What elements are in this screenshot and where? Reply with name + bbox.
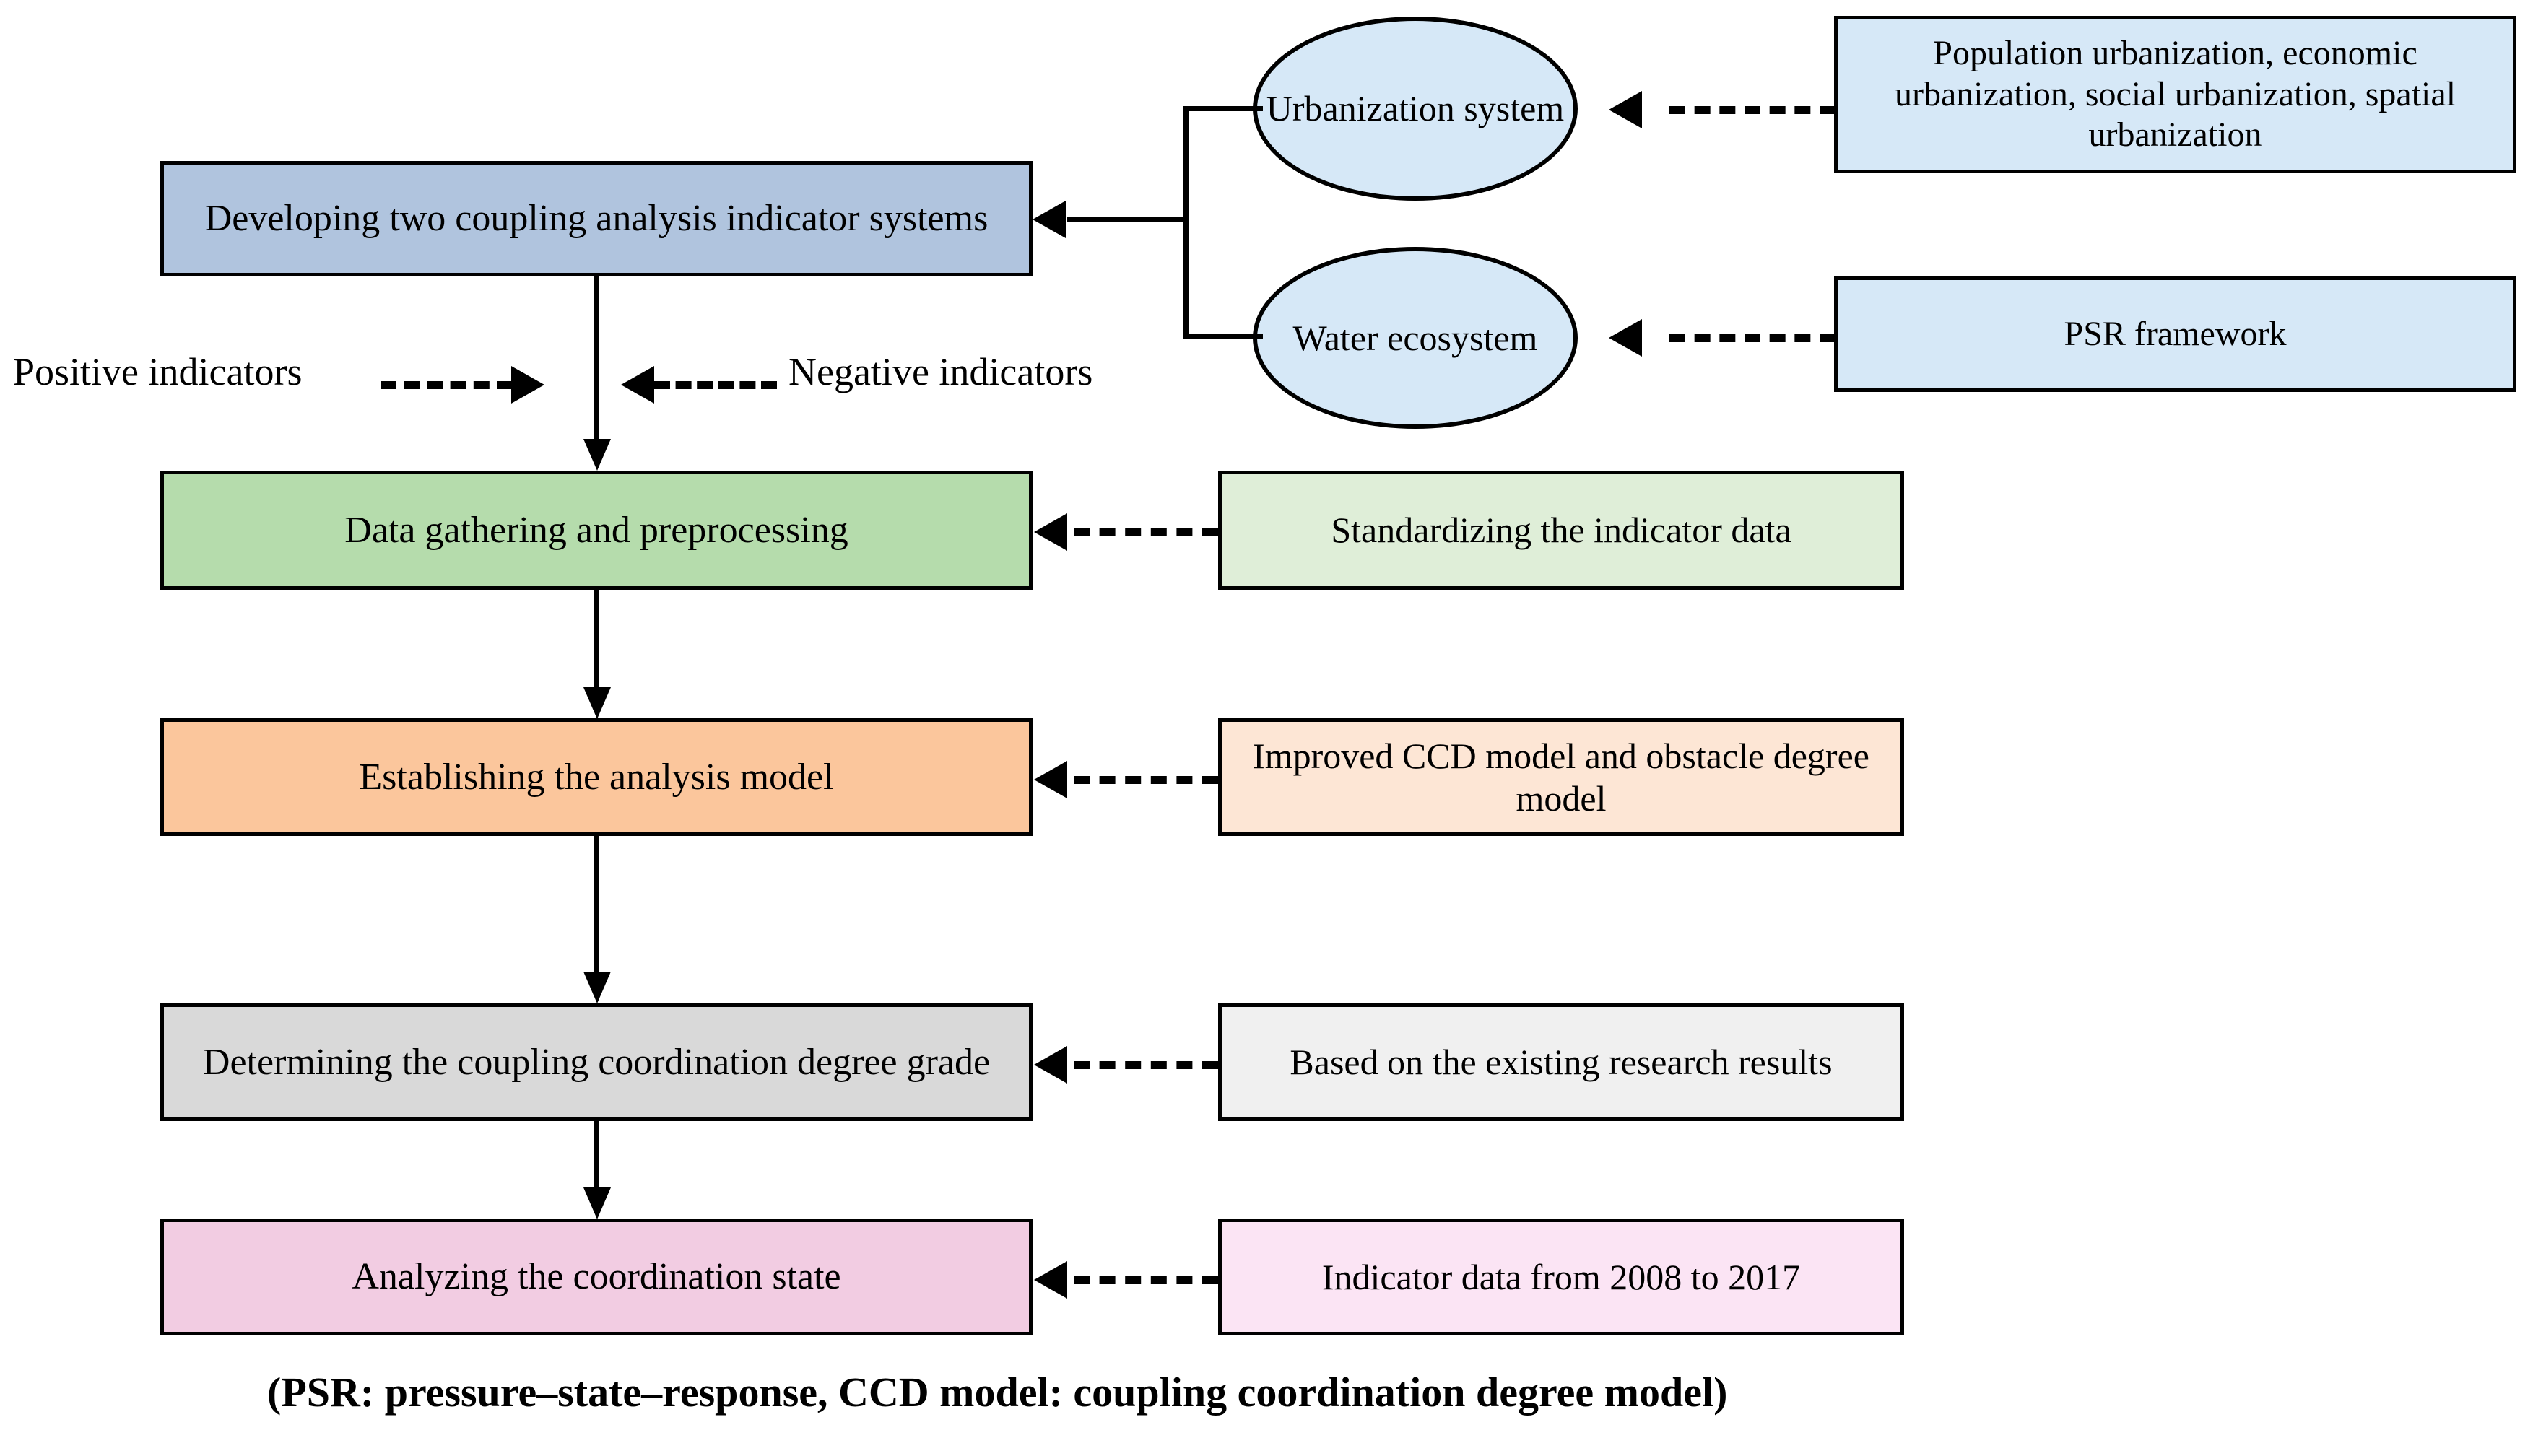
arrow-head-note-4 [1034,1046,1067,1084]
side-note-2-label: Standardizing the indicator data [1331,510,1791,550]
bracket-trunk-to-step1 [1067,217,1189,222]
dashed-connector-note-2 [1074,528,1218,536]
arrow-head-flow-1-2 [583,439,611,471]
dashed-connector-note-3 [1074,776,1218,784]
dashed-connector-note-4 [1074,1061,1218,1069]
dashed-connector-psr-source [1669,334,1835,342]
flow-step-5[interactable]: Analyzing the coordination state [160,1219,1033,1335]
flow-step-4-label: Determining the coupling coordination de… [202,1041,991,1083]
system-node-urbanization-label: Urbanization system [1266,88,1565,129]
source-box-psr-label: PSR framework [2064,314,2287,353]
flow-connector-3-4 [594,836,599,975]
side-note-3[interactable]: Improved CCD model and obstacle degree m… [1218,718,1904,836]
arrow-head-flow-4-5 [583,1187,611,1219]
system-node-urbanization[interactable]: Urbanization system [1253,17,1578,201]
arrow-head-urbanization-source [1609,91,1642,128]
bracket-branch-urbanization [1183,106,1263,111]
side-note-2[interactable]: Standardizing the indicator data [1218,471,1904,590]
flow-step-1-label: Developing two coupling analysis indicat… [204,198,989,240]
positive-indicators-label: Positive indicators [13,350,303,393]
arrow-head-note-5 [1034,1261,1067,1299]
flow-step-3[interactable]: Establishing the analysis model [160,718,1033,836]
flow-connector-4-5 [594,1121,599,1190]
dashed-connector-note-5 [1074,1276,1218,1284]
flow-step-4[interactable]: Determining the coupling coordination de… [160,1003,1033,1121]
bracket-spine [1183,106,1189,339]
arrow-head-flow-2-3 [583,687,611,719]
arrow-head-note-2 [1034,513,1067,551]
flow-step-3-label: Establishing the analysis model [359,756,834,798]
flow-step-2[interactable]: Data gathering and preprocessing [160,471,1033,590]
negative-indicators-label: Negative indicators [788,350,1093,393]
flow-connector-2-3 [594,590,599,691]
side-note-5-label: Indicator data from 2008 to 2017 [1321,1256,1801,1297]
flow-step-2-label: Data gathering and preprocessing [344,509,848,551]
arrow-head-to-step1 [1033,201,1066,238]
dashed-connector-urbanization-source [1669,106,1835,114]
bracket-branch-water [1183,334,1263,339]
figure-caption: (PSR: pressure–state–response, CCD model… [267,1369,1728,1416]
flow-step-5-label: Analyzing the coordination state [352,1256,841,1298]
system-node-water-label: Water ecosystem [1292,317,1538,358]
system-node-water[interactable]: Water ecosystem [1253,247,1578,429]
side-note-3-label: Improved CCD model and obstacle degree m… [1253,735,1869,819]
arrow-head-psr-source [1609,319,1642,357]
side-note-4-label: Based on the existing research results [1290,1042,1833,1082]
source-box-urbanization-label: Population urbanization, economic urbani… [1894,34,2456,154]
source-box-urbanization[interactable]: Population urbanization, economic urbani… [1834,16,2516,173]
flow-connector-1-2 [594,276,599,441]
arrow-head-flow-3-4 [583,972,611,1003]
dashed-connector-positive [381,381,513,389]
source-box-psr[interactable]: PSR framework [1834,276,2516,392]
arrow-head-negative [621,366,654,404]
side-note-4[interactable]: Based on the existing research results [1218,1003,1904,1121]
flow-step-1[interactable]: Developing two coupling analysis indicat… [160,161,1033,276]
dashed-connector-negative [654,381,777,389]
arrow-head-note-3 [1034,761,1067,798]
arrow-head-positive [511,366,544,404]
side-note-5[interactable]: Indicator data from 2008 to 2017 [1218,1219,1904,1335]
